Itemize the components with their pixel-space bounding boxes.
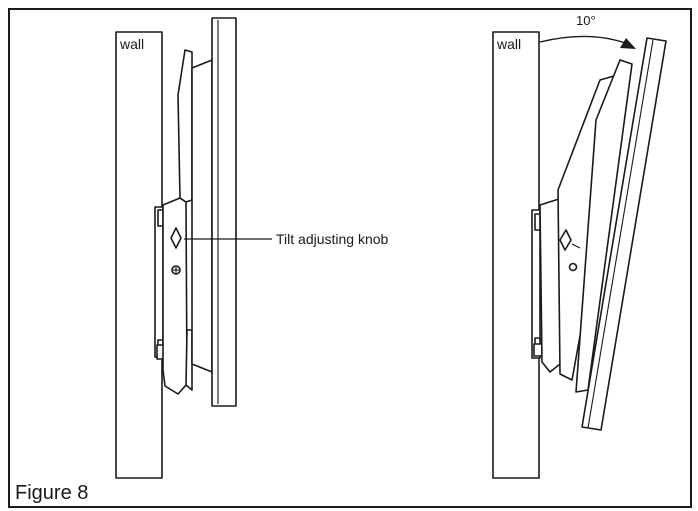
tilt-bracket-left xyxy=(162,197,188,395)
upper-hook-right xyxy=(534,213,541,231)
tilt-arc xyxy=(539,35,629,45)
wall-plate-left xyxy=(154,206,164,358)
wall-left-label: wall xyxy=(119,36,144,52)
tv-panel-edge-right xyxy=(587,39,654,429)
tv-panel-right xyxy=(581,37,667,431)
tilt-knob-left xyxy=(170,227,182,249)
figure-frame xyxy=(8,8,692,508)
tv-panel-left xyxy=(211,17,237,407)
safety-lock-right xyxy=(533,343,543,357)
tilted-mount-view: wall 10° xyxy=(492,13,667,479)
figure-caption: Figure 8 xyxy=(15,482,88,504)
untilted-mount-view: wall Tilt adjusting knob xyxy=(115,17,389,479)
tilt-angle-label: 10° xyxy=(576,13,596,28)
knob-stem-right xyxy=(571,243,581,249)
wall-plate-right xyxy=(531,209,541,359)
tilt-knob-right xyxy=(559,229,572,251)
arm-bracket-right xyxy=(575,59,633,393)
knob-callout-label: Tilt adjusting knob xyxy=(276,231,389,247)
arm-bracket-upper-left xyxy=(177,49,193,203)
tv-back-plate-left xyxy=(191,59,213,373)
arm-bracket-lower-left xyxy=(185,329,193,391)
wall-right-label: wall xyxy=(496,36,521,52)
tilt-arrow-head-icon xyxy=(620,38,636,49)
screw-right-icon xyxy=(568,262,578,272)
